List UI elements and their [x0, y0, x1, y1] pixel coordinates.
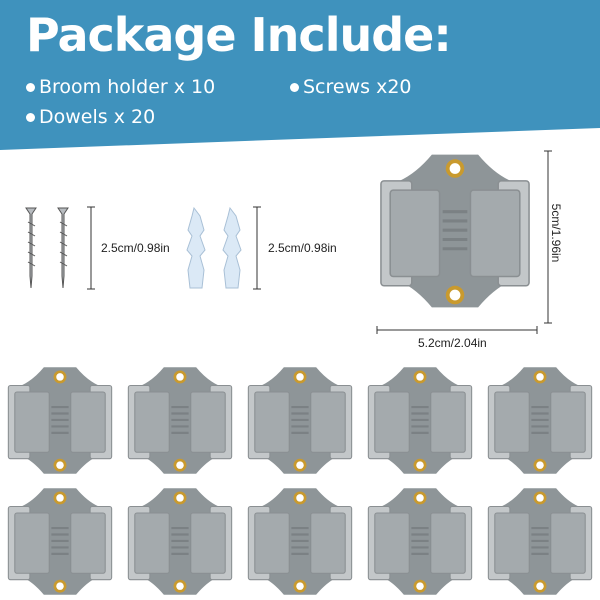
height-dimension-line: [544, 150, 552, 324]
broom-holder: [246, 485, 354, 598]
broom-holder: [366, 485, 474, 598]
dowel-dimension-line: [253, 206, 261, 290]
width-dimension-line: [376, 326, 538, 334]
broom-holder: [126, 364, 234, 477]
page-title: Package Include:: [26, 8, 452, 62]
dowels-image: [186, 206, 242, 289]
screws-image: [25, 207, 69, 289]
broom-holder: [6, 364, 114, 477]
item-screws: Screws x20: [290, 76, 412, 98]
broom-holder: [6, 485, 114, 598]
broom-holder: [486, 364, 594, 477]
dowel-length-label: 2.5cm/0.98in: [268, 241, 337, 255]
item-dowels: Dowels x 20: [26, 106, 155, 128]
broom-holder: [246, 364, 354, 477]
broom-holder: [366, 364, 474, 477]
holder-height-label: 5cm/1.96in: [549, 203, 563, 263]
screw-length-label: 2.5cm/0.98in: [101, 241, 170, 255]
screw-dimension-line: [87, 206, 95, 290]
holder-width-label: 5.2cm/2.04in: [418, 336, 487, 350]
broom-holder-large: [375, 150, 535, 312]
item-broom-holder: Broom holder x 10: [26, 76, 215, 98]
broom-holder: [126, 485, 234, 598]
broom-holder: [486, 485, 594, 598]
